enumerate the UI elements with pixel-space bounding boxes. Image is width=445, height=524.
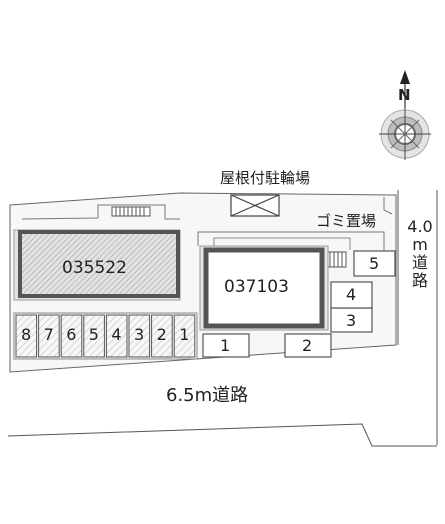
compass-rose [379, 70, 431, 160]
parking-number: 2 [302, 336, 313, 355]
parking-number: 6 [66, 325, 77, 344]
parking-space [202, 333, 250, 358]
parking-space [15, 314, 38, 358]
lot-contour [197, 231, 385, 254]
building-label-035522: 035522 [62, 258, 127, 278]
parking-number: 2 [156, 325, 167, 344]
parking-space [151, 314, 173, 358]
parking-number: 7 [43, 325, 54, 344]
lot-contour [383, 197, 393, 215]
east-road-label-part: 4.0 [407, 217, 433, 236]
east-road-label-part: 路 [411, 271, 428, 290]
parking-number: 4 [346, 285, 357, 304]
compass-north-label: N [398, 86, 411, 104]
parking-row-left [13, 312, 198, 360]
utility-vent [111, 206, 151, 217]
parking-space [353, 250, 396, 277]
road-edge-south [7, 423, 437, 447]
east-road-label-part: m [412, 235, 428, 254]
parking-space [83, 314, 105, 358]
parking-number: 5 [88, 325, 99, 344]
south-road-label: 6.5m道路 [166, 385, 249, 406]
lot-contour [21, 204, 180, 220]
parking-number: 5 [369, 254, 380, 273]
parking-number: 3 [134, 325, 145, 344]
covered-bike-parking-label: 屋根付駐輪場 [220, 169, 311, 187]
parking-space [330, 307, 373, 333]
parking-number: 1 [220, 336, 231, 355]
parking-number: 3 [346, 311, 357, 330]
parking-space [38, 314, 60, 358]
parking-number: 8 [21, 325, 32, 344]
parking-spaces-left [15, 314, 196, 358]
garbage-area-label: ゴミ置場 [316, 212, 377, 230]
parking-space [330, 281, 373, 309]
parking-spaces-right [202, 250, 396, 358]
lot-contour [213, 237, 351, 250]
building-035522 [18, 230, 180, 298]
parking-space [128, 314, 151, 358]
parking-space [105, 314, 128, 358]
east-road-label: 4.0 m 道 路 [402, 218, 438, 290]
parking-space [173, 314, 196, 358]
east-road-label-part: 道 [411, 253, 428, 272]
parking-number: 4 [111, 325, 122, 344]
building-label-037103: 037103 [224, 277, 289, 297]
utility-vent [325, 251, 347, 268]
north-arrow-icon [400, 70, 410, 84]
parking-number: 1 [179, 325, 190, 344]
parking-space [60, 314, 83, 358]
parking-space [284, 333, 332, 358]
building-037103 [203, 247, 325, 329]
